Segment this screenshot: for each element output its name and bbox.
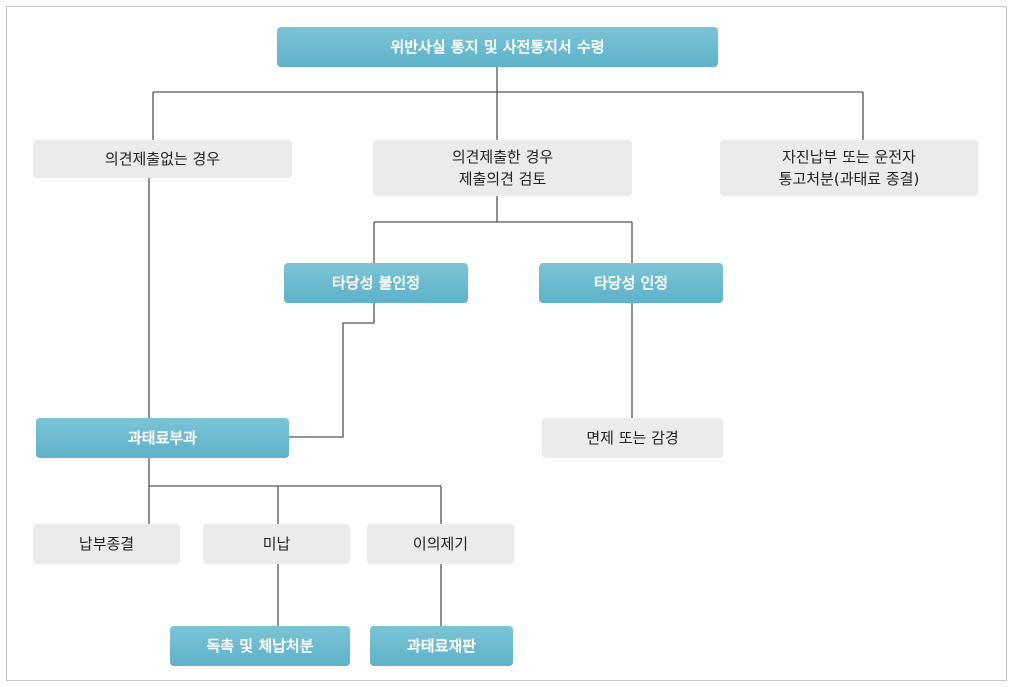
node-exempt-or-reduce: 면제 또는 감경: [542, 418, 723, 458]
node-unpaid: 미납: [203, 524, 350, 564]
node-impose-fine: 과태료부과: [36, 418, 289, 458]
node-opinion-submitted: 의견제출한 경우 제출의견 검토: [373, 140, 632, 196]
node-payment-complete: 납부종결: [33, 524, 180, 564]
node-fine-trial: 과태료재판: [370, 626, 513, 666]
node-objection: 이의제기: [367, 524, 514, 564]
connector-invalid-to-impose: [289, 303, 375, 438]
node-voluntary-payment: 자진납부 또는 운전자 통고처분(과태료 종결): [720, 140, 978, 196]
node-no-opinion: 의견제출없는 경우: [33, 140, 292, 178]
diagram-frame: [6, 6, 1007, 681]
node-dunning: 독촉 및 체납처분: [170, 626, 350, 666]
node-valid: 타당성 인정: [539, 263, 723, 303]
node-violation-notice: 위반사실 통지 및 사전통지서 수령: [277, 27, 718, 67]
node-invalid: 타당성 불인정: [284, 263, 468, 303]
